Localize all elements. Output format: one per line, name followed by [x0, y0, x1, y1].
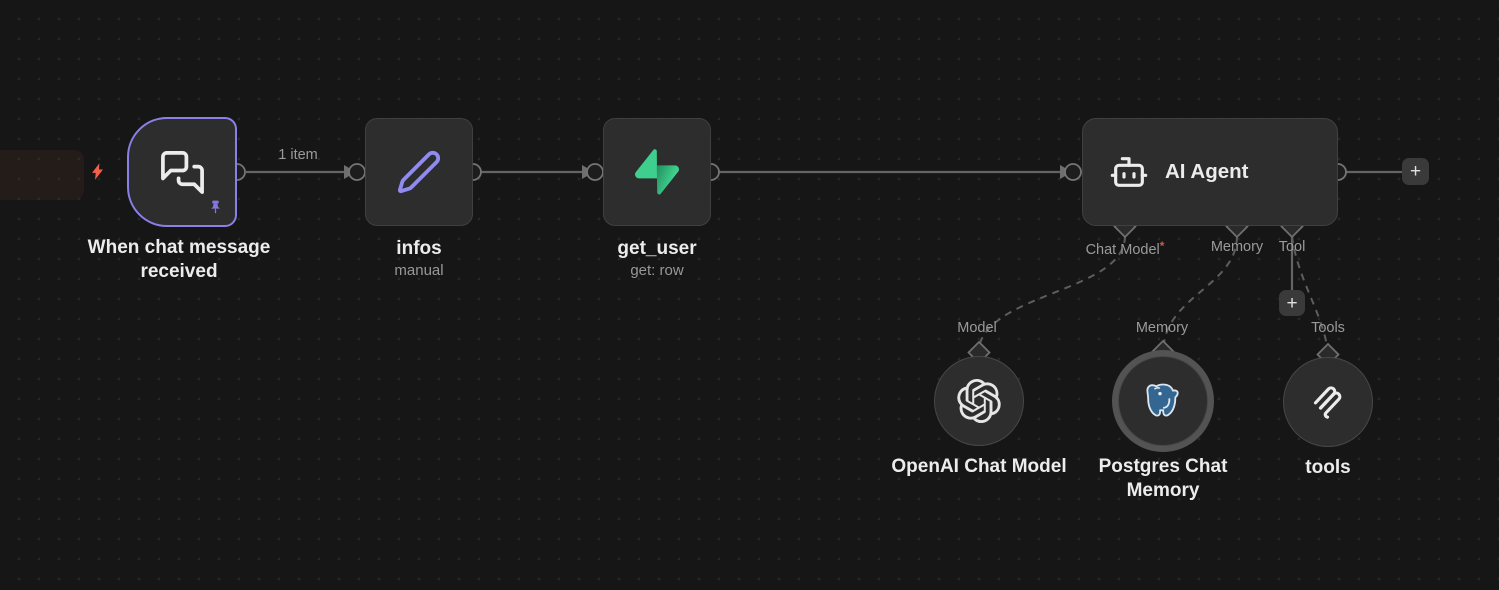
edge-chatmodel-openai[interactable]: [979, 235, 1126, 344]
openai-icon: [957, 379, 1001, 423]
postgres-port-label: Memory: [1135, 320, 1189, 336]
execution-bolt-icon: [88, 162, 107, 181]
edge-item-count: 1 item: [278, 147, 318, 163]
trigger-node-title: When chat message received: [87, 237, 271, 282]
add-tool-button[interactable]: +: [1279, 290, 1305, 316]
get-user-node-title: get_user: [617, 238, 697, 259]
input-port-getuser[interactable]: [586, 163, 604, 181]
supabase-icon: [635, 149, 679, 195]
infos-node-title: infos: [396, 238, 442, 259]
node-ai-agent[interactable]: AI Agent: [1082, 118, 1338, 226]
infos-node-subtitle: manual: [394, 262, 444, 279]
chat-messages-icon: [159, 149, 206, 196]
node-chat-trigger[interactable]: [127, 117, 237, 227]
node-infos[interactable]: [365, 118, 473, 226]
tools-node-title: tools: [1305, 457, 1351, 478]
port-label-memory: Memory: [1210, 239, 1264, 255]
add-next-node-button[interactable]: +: [1402, 158, 1429, 185]
edge-tool-tools[interactable]: [1291, 235, 1328, 347]
ai-agent-node-title: AI Agent: [1165, 160, 1249, 183]
postgres-node-title: Postgres Chat Memory: [1098, 456, 1228, 501]
node-postgres-chat-memory[interactable]: [1118, 356, 1208, 446]
port-label-tool: Tool: [1278, 239, 1306, 255]
input-port-agent[interactable]: [1064, 163, 1082, 181]
node-get-user[interactable]: [603, 118, 711, 226]
faded-label-remnant: [0, 150, 84, 200]
postgresql-icon: [1143, 381, 1183, 421]
pencil-icon: [396, 149, 442, 195]
required-mark: *: [1159, 239, 1165, 253]
robot-icon: [1109, 152, 1149, 192]
input-port-infos[interactable]: [348, 163, 366, 181]
tools-port-label: Tools: [1311, 320, 1345, 336]
edge-memory-postgres[interactable]: [1163, 235, 1238, 344]
mcp-tools-icon: [1308, 382, 1348, 422]
node-tools[interactable]: [1283, 357, 1373, 447]
node-openai-chat-model[interactable]: [934, 356, 1024, 446]
port-label-chat-model: Chat Model*: [1085, 239, 1165, 258]
openai-node-title: OpenAI Chat Model: [891, 456, 1067, 477]
get-user-node-subtitle: get: row: [630, 262, 684, 279]
openai-port-label: Model: [957, 320, 997, 336]
pinned-data-icon: [208, 199, 223, 215]
